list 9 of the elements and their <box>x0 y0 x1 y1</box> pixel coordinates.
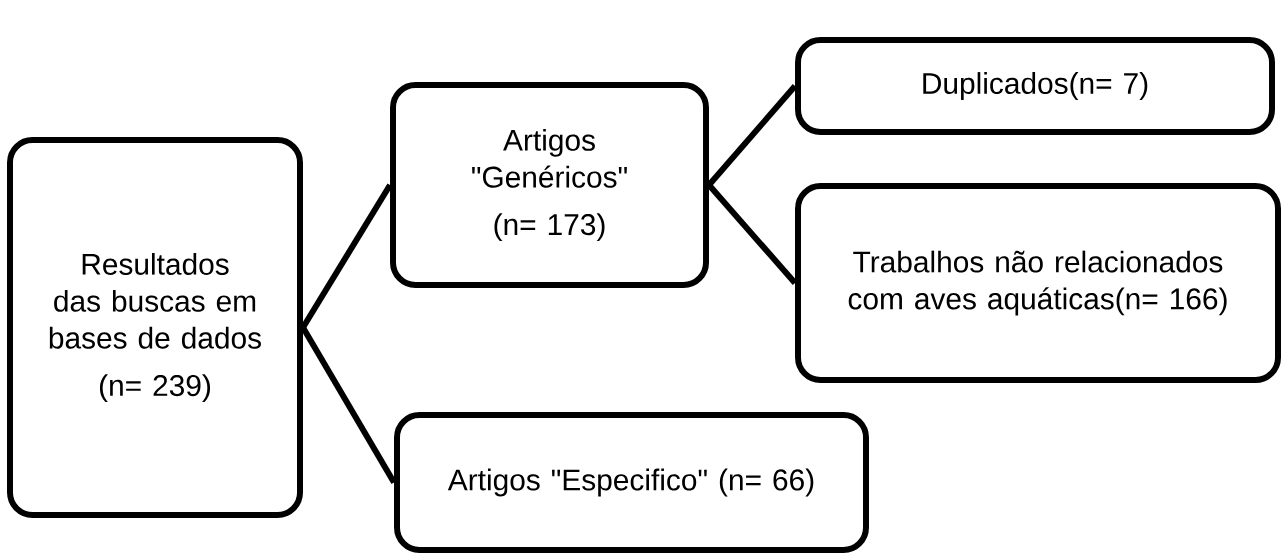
connector-line <box>706 183 798 285</box>
process-box: Trabalhos não relacionados com aves aquáticas(n= 166) <box>795 183 1281 383</box>
connector-line <box>300 183 393 330</box>
connector-line <box>300 326 397 484</box>
connector-line <box>706 84 798 187</box>
process-box: Artigos "Genéricos" (n= 173) <box>390 82 709 288</box>
process-box: Duplicados(n= 7) <box>795 37 1275 135</box>
process-box: Resultados das buscas em bases de dados (n= 239) <box>7 137 303 518</box>
process-box: Artigos "Especifico" (n= 66) <box>394 412 869 553</box>
